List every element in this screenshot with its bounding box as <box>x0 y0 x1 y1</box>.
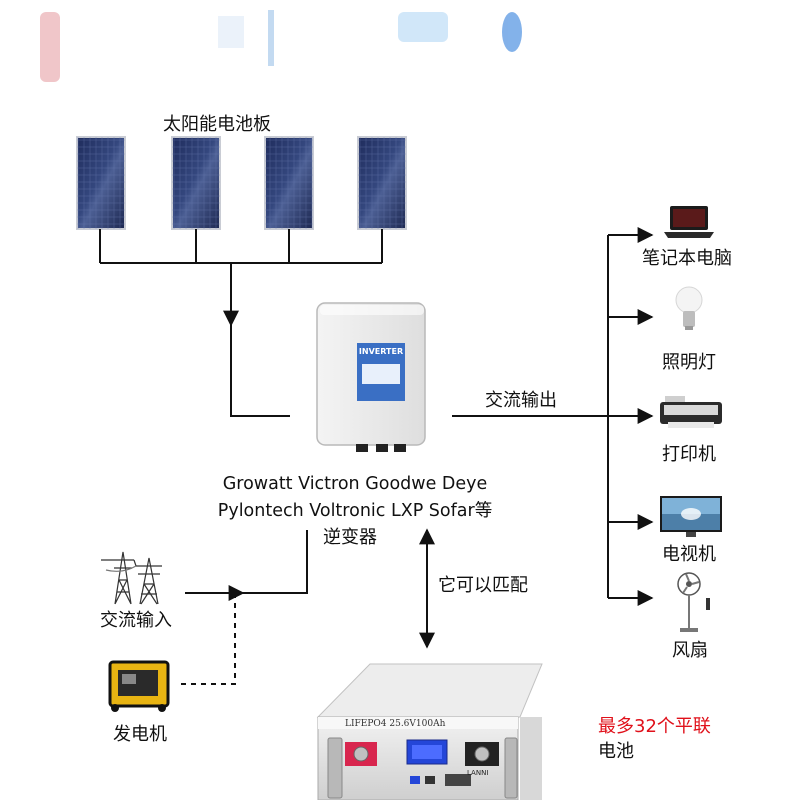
panel-wiring <box>99 229 383 417</box>
ac-output-label: 交流输出 <box>485 390 557 411</box>
printer-label: 打印机 <box>662 444 716 465</box>
tv-label: 电视机 <box>662 544 716 565</box>
solar-panel-2 <box>171 136 221 230</box>
lighting-label: 照明灯 <box>662 352 716 373</box>
top-blur-strip <box>40 10 522 82</box>
laptop-icon <box>664 206 714 238</box>
solar-panel-array <box>76 136 407 230</box>
solar-panel-3 <box>264 136 314 230</box>
tv-icon <box>660 496 722 537</box>
battery-logo: LANNI <box>467 769 489 777</box>
parallel-note: 最多32个平联 <box>598 716 711 737</box>
battery-label: 电池 <box>598 741 634 762</box>
brand-line-1: Growatt Victron Goodwe Deye <box>222 474 488 494</box>
light-bulb-icon <box>675 286 703 330</box>
compatible-label: 它可以匹配 <box>438 575 528 596</box>
laptop-label: 笔记本电脑 <box>642 248 732 269</box>
inverter-badge: INVERTER <box>358 347 404 356</box>
ac-input-label: 交流输入 <box>100 610 172 631</box>
battery-unit <box>316 663 543 800</box>
ac-output-wiring <box>452 227 654 606</box>
inverter-unit <box>316 302 426 452</box>
solar-panel-1 <box>76 136 126 230</box>
solar-panel-4 <box>357 136 407 230</box>
power-tower-icon <box>101 551 162 605</box>
fan-icon <box>677 572 710 632</box>
battery-model-text: LIFEPO4 25.6V100Ah <box>345 719 446 729</box>
generator-icon <box>108 660 170 712</box>
ac-input-wiring <box>178 530 308 685</box>
inverter-label: 逆变器 <box>323 527 377 548</box>
brand-line-2: Pylontech Voltronic LXP Sofar等 <box>217 501 493 521</box>
generator-label: 发电机 <box>113 724 167 745</box>
printer-icon <box>660 396 722 428</box>
solar-panels-label: 太阳能电池板 <box>163 114 271 135</box>
fan-label: 风扇 <box>672 640 708 661</box>
